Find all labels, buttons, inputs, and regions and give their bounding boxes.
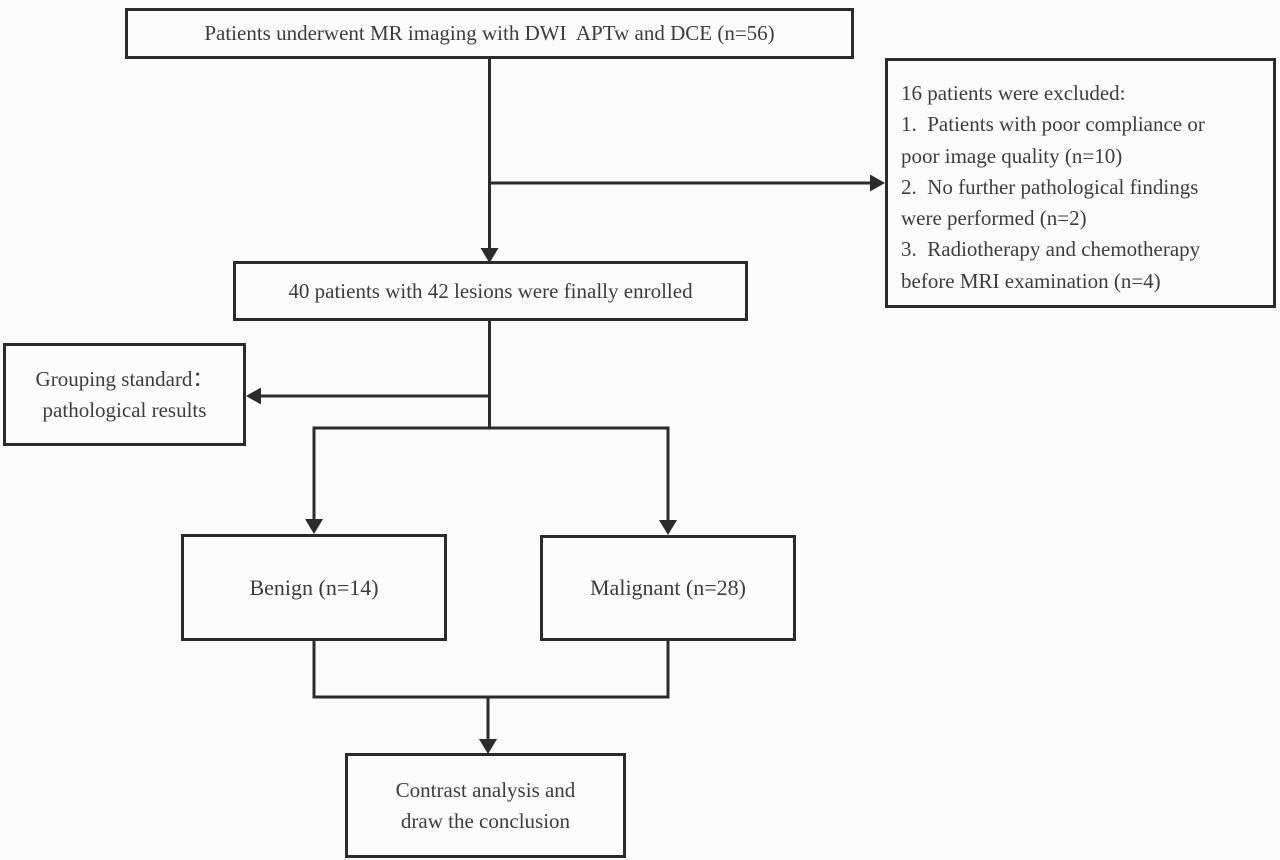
edge-split-malignant: [659, 428, 677, 535]
node-grouping-standard-label: Grouping standard： pathological results: [35, 367, 214, 422]
arrowhead-down: [480, 248, 499, 263]
node-benign-label: Benign (n=14): [249, 574, 379, 600]
node-enrolled-label: 40 patients with 42 lesions were finally…: [288, 278, 693, 303]
edge-split-benign: [305, 428, 323, 534]
arrowhead-down: [305, 519, 323, 534]
edge-source-excluded: [488, 174, 885, 192]
node-source: Patients underwent MR imaging with DWI A…: [125, 8, 854, 59]
node-conclusion-label: Contrast analysis and draw the conclusio…: [395, 778, 576, 833]
node-enrolled: 40 patients with 42 lesions were finally…: [233, 261, 748, 321]
node-grouping-standard: Grouping standard： pathological results: [3, 343, 246, 446]
edge-enrolled-grouping: [246, 387, 491, 405]
arrowhead-right: [870, 174, 885, 192]
edge-enrolled-split: [312, 320, 670, 430]
node-benign: Benign (n=14): [181, 534, 447, 641]
node-malignant: Malignant (n=28): [540, 535, 796, 641]
node-malignant-label: Malignant (n=28): [590, 575, 746, 601]
arrowhead-down: [659, 520, 677, 535]
node-conclusion: Contrast analysis and draw the conclusio…: [345, 753, 626, 858]
node-excluded: 16 patients were excluded: 1. Patients w…: [885, 58, 1276, 308]
edge-merge-conclusion: [479, 697, 497, 754]
arrowhead-down: [479, 739, 497, 754]
arrowhead-left: [246, 387, 261, 405]
node-excluded-label: 16 patients were excluded: 1. Patients w…: [901, 81, 1205, 293]
node-source-label: Patients underwent MR imaging with DWI A…: [204, 21, 775, 46]
edge-source-enrolled: [480, 58, 499, 263]
